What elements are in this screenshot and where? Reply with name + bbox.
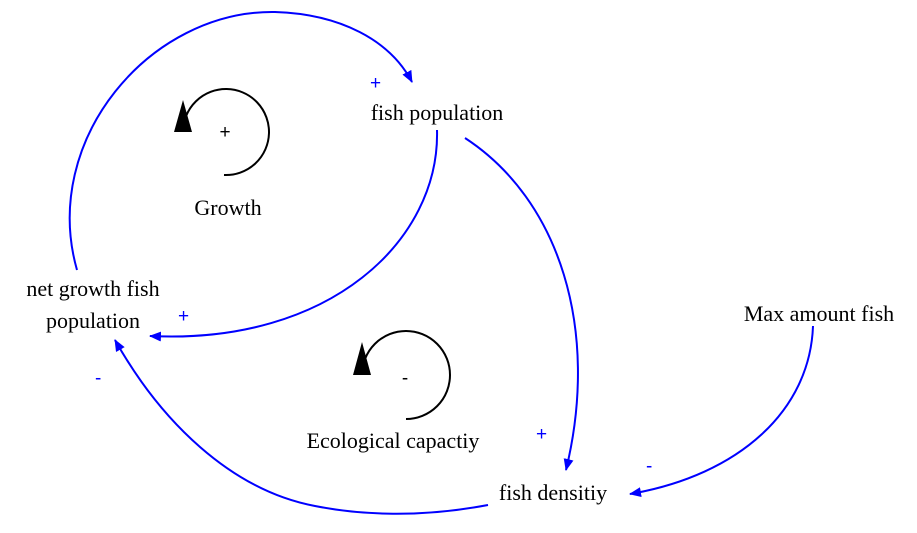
link-max-amount-to-fish-density[interactable]: [629, 325, 814, 498]
polarity-density-to-net-growth: -: [95, 368, 101, 389]
loop-arrowhead-icon: [174, 100, 192, 132]
node-max-amount-fish[interactable]: Max amount fish: [744, 301, 894, 326]
link-fish-density-to-net-growth[interactable]: [114, 339, 489, 515]
polarity-population-to-density: +: [536, 424, 547, 445]
growth-loop-sign: +: [219, 122, 230, 143]
polarity-max-to-density: -: [646, 456, 652, 477]
node-fish-population[interactable]: fish population: [371, 100, 504, 125]
node-fish-density[interactable]: fish densitiy: [499, 480, 607, 505]
link-fish-population-to-fish-density[interactable]: [464, 137, 579, 471]
polarity-population-to-net-growth: +: [178, 306, 189, 327]
growth-loop-marker: [174, 88, 270, 177]
ecological-loop-marker: [353, 330, 451, 420]
link-fish-population-to-net-growth[interactable]: [149, 129, 439, 342]
loop-arrowhead-icon: [353, 342, 371, 375]
polarity-net-growth-to-population: +: [370, 73, 381, 94]
growth-loop-label: Growth: [194, 195, 261, 220]
node-net-growth-line1[interactable]: net growth fish: [26, 276, 159, 301]
link-net-growth-to-fish-population[interactable]: [68, 10, 413, 271]
node-net-growth-line2[interactable]: population: [46, 308, 140, 333]
ecological-loop-label: Ecological capactiy: [307, 428, 480, 453]
ecological-loop-sign: -: [402, 368, 408, 389]
